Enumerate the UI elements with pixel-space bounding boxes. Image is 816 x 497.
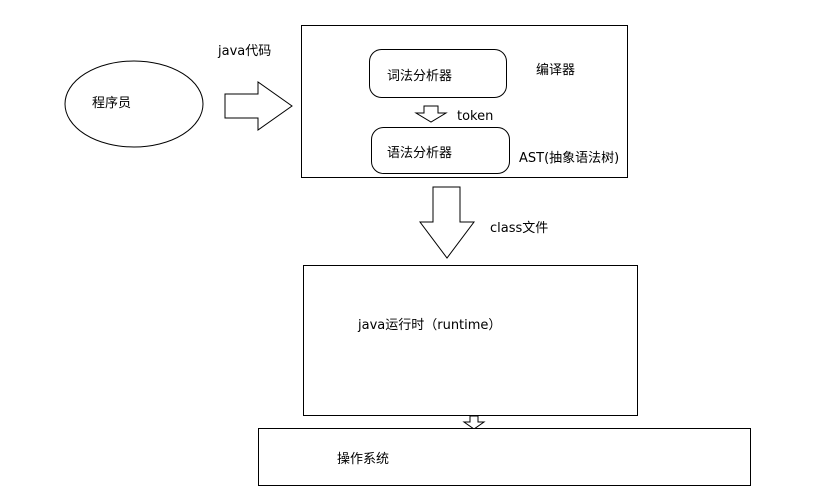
- runtime-label: java运行时（runtime）: [357, 318, 501, 333]
- os-box: [258, 428, 751, 486]
- parser-box: [371, 127, 510, 174]
- java-code-label: java代码: [217, 44, 271, 59]
- down-arrow-icon: [462, 415, 486, 430]
- lexer-label: 词法分析器: [387, 69, 452, 84]
- os-node: 操作系统: [258, 428, 751, 486]
- down-arrow-icon: [419, 186, 475, 259]
- runtime-node: java运行时（runtime）: [303, 265, 638, 416]
- programmer-ellipse: [64, 60, 204, 148]
- os-label: 操作系统: [337, 451, 389, 467]
- programmer-label: 程序员: [92, 96, 131, 111]
- down-arrow-icon: [414, 105, 448, 123]
- compiler-label: 编译器: [536, 63, 575, 78]
- parser-label: 语法分析器: [387, 146, 452, 161]
- runtime-box: [303, 265, 638, 416]
- lexer-box: [369, 49, 507, 98]
- programmer-node: 程序员: [64, 60, 204, 148]
- token-label: token: [457, 109, 493, 124]
- compiler-node: 编译器 词法分析器 token 语法分析器 AST(抽象语法树): [301, 25, 628, 178]
- ast-label: AST(抽象语法树): [519, 151, 619, 166]
- class-file-label: class文件: [490, 221, 548, 236]
- right-arrow-icon: [224, 81, 293, 131]
